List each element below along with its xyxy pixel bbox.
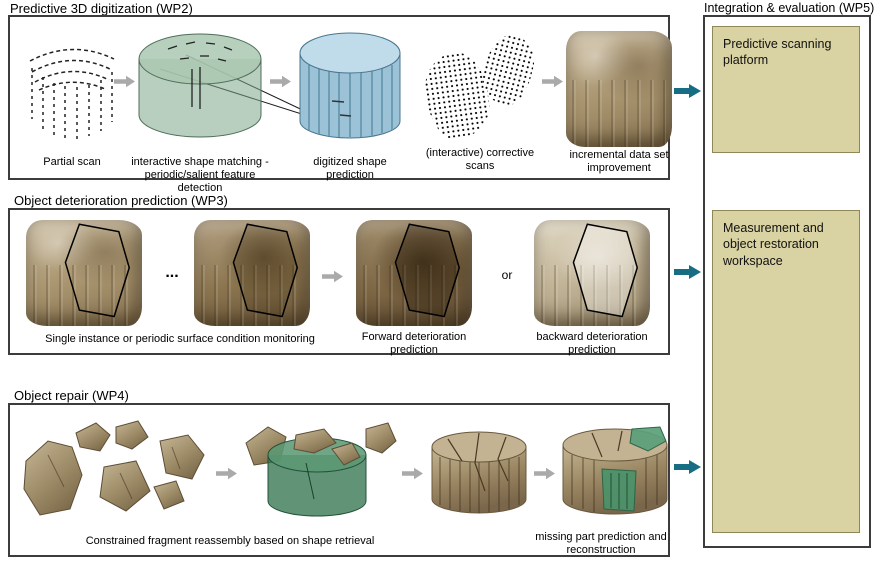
- stone-photo: [534, 220, 650, 326]
- output-arrow-icon: [674, 265, 701, 279]
- surface-patch-outline: [194, 220, 310, 326]
- fragments-graphic: [23, 420, 205, 516]
- surface-patch-outline: [26, 220, 142, 326]
- column-flutes: [572, 79, 666, 147]
- partial-scan-figure: Partial scan: [22, 31, 122, 170]
- shape-prediction-figure: digitized shape prediction: [296, 23, 404, 183]
- shape-prediction-caption: digitized shape prediction: [313, 156, 387, 181]
- monitoring-stone-1: [26, 220, 142, 326]
- partial-scan-caption: Partial scan: [43, 156, 101, 168]
- point-cloud-graphic: [420, 30, 540, 145]
- column-flutes: [32, 264, 136, 326]
- stone-photo: [26, 220, 142, 326]
- backward-prediction-stone: [534, 220, 650, 326]
- fragments-figure: [20, 417, 212, 532]
- missing-part-figure: [558, 417, 672, 532]
- column-flutes: [200, 264, 304, 326]
- column-flutes: [540, 264, 644, 326]
- shape-matching-figure: interactive shape matching - periodic/sa…: [130, 23, 270, 196]
- wp3-box: ... or: [8, 208, 670, 356]
- forward-prediction-caption: Forward deterioration prediction: [361, 331, 467, 356]
- flow-arrow-icon: [534, 467, 555, 480]
- assembled-figure: [428, 421, 530, 530]
- flow-arrow-icon: [542, 75, 563, 88]
- output-arrow-icon: [674, 460, 701, 474]
- reassembly-caption: Constrained fragment reassembly based on…: [85, 535, 375, 547]
- wp2-box: Partial scan interactive shape matching …: [8, 15, 672, 194]
- stone-photo: [356, 220, 472, 326]
- wp5-section-title: Integration & evaluation (WP5): [704, 1, 875, 15]
- partial-scan-graphic: [29, 48, 115, 139]
- dataset-improvement-figure: incremental data set improvement: [566, 31, 672, 176]
- wp5-box: Predictive scanning platform Measurement…: [703, 15, 871, 548]
- backward-prediction-caption: backward deterioration prediction: [536, 331, 648, 356]
- missing-part-graphic: [562, 426, 668, 515]
- flow-arrow-icon: [114, 75, 135, 88]
- output-arrow-icon: [674, 84, 701, 98]
- shape-prediction-graphic: [299, 32, 401, 139]
- assembled-graphic: [431, 431, 527, 514]
- monitoring-caption: Single instance or periodic surface cond…: [45, 333, 315, 345]
- monitoring-stone-2: [194, 220, 310, 326]
- corrective-scans-figure: (interactive) corrective scans: [418, 30, 542, 174]
- wp4-section-title: Object repair (WP4): [14, 388, 129, 403]
- workspace-box: Measurement and object restoration works…: [712, 210, 860, 533]
- reassembly-graphic: [245, 422, 397, 517]
- monitoring-ellipsis: ...: [165, 264, 179, 281]
- reassembly-figure: [240, 415, 398, 536]
- surface-patch-outline: [356, 220, 472, 326]
- flow-arrow-icon: [322, 270, 343, 283]
- stone-photo: [194, 220, 310, 326]
- column-flutes: [362, 264, 466, 326]
- wp3-section-title: Object deterioration prediction (WP3): [14, 193, 228, 208]
- flow-arrow-icon: [402, 467, 423, 480]
- flow-arrow-icon: [216, 467, 237, 480]
- shape-matching-caption: interactive shape matching - periodic/sa…: [131, 156, 269, 194]
- or-label: or: [501, 268, 513, 282]
- flow-arrow-icon: [270, 75, 291, 88]
- platform-box: Predictive scanning platform: [712, 26, 860, 153]
- wp4-box: Constrained fragment reassembly based on…: [8, 403, 670, 557]
- surface-patch-outline: [534, 220, 650, 326]
- forward-prediction-stone: [356, 220, 472, 326]
- dataset-improvement-caption: incremental data set improvement: [569, 149, 669, 174]
- wp2-section-title: Predictive 3D digitization (WP2): [10, 1, 193, 16]
- stone-photo: [566, 31, 672, 147]
- missing-part-caption: missing part prediction and reconstructi…: [535, 531, 667, 556]
- point-cloud-blob: [420, 49, 494, 143]
- corrective-scans-caption: (interactive) corrective scans: [425, 147, 535, 172]
- shape-matching-graphic: [138, 33, 262, 138]
